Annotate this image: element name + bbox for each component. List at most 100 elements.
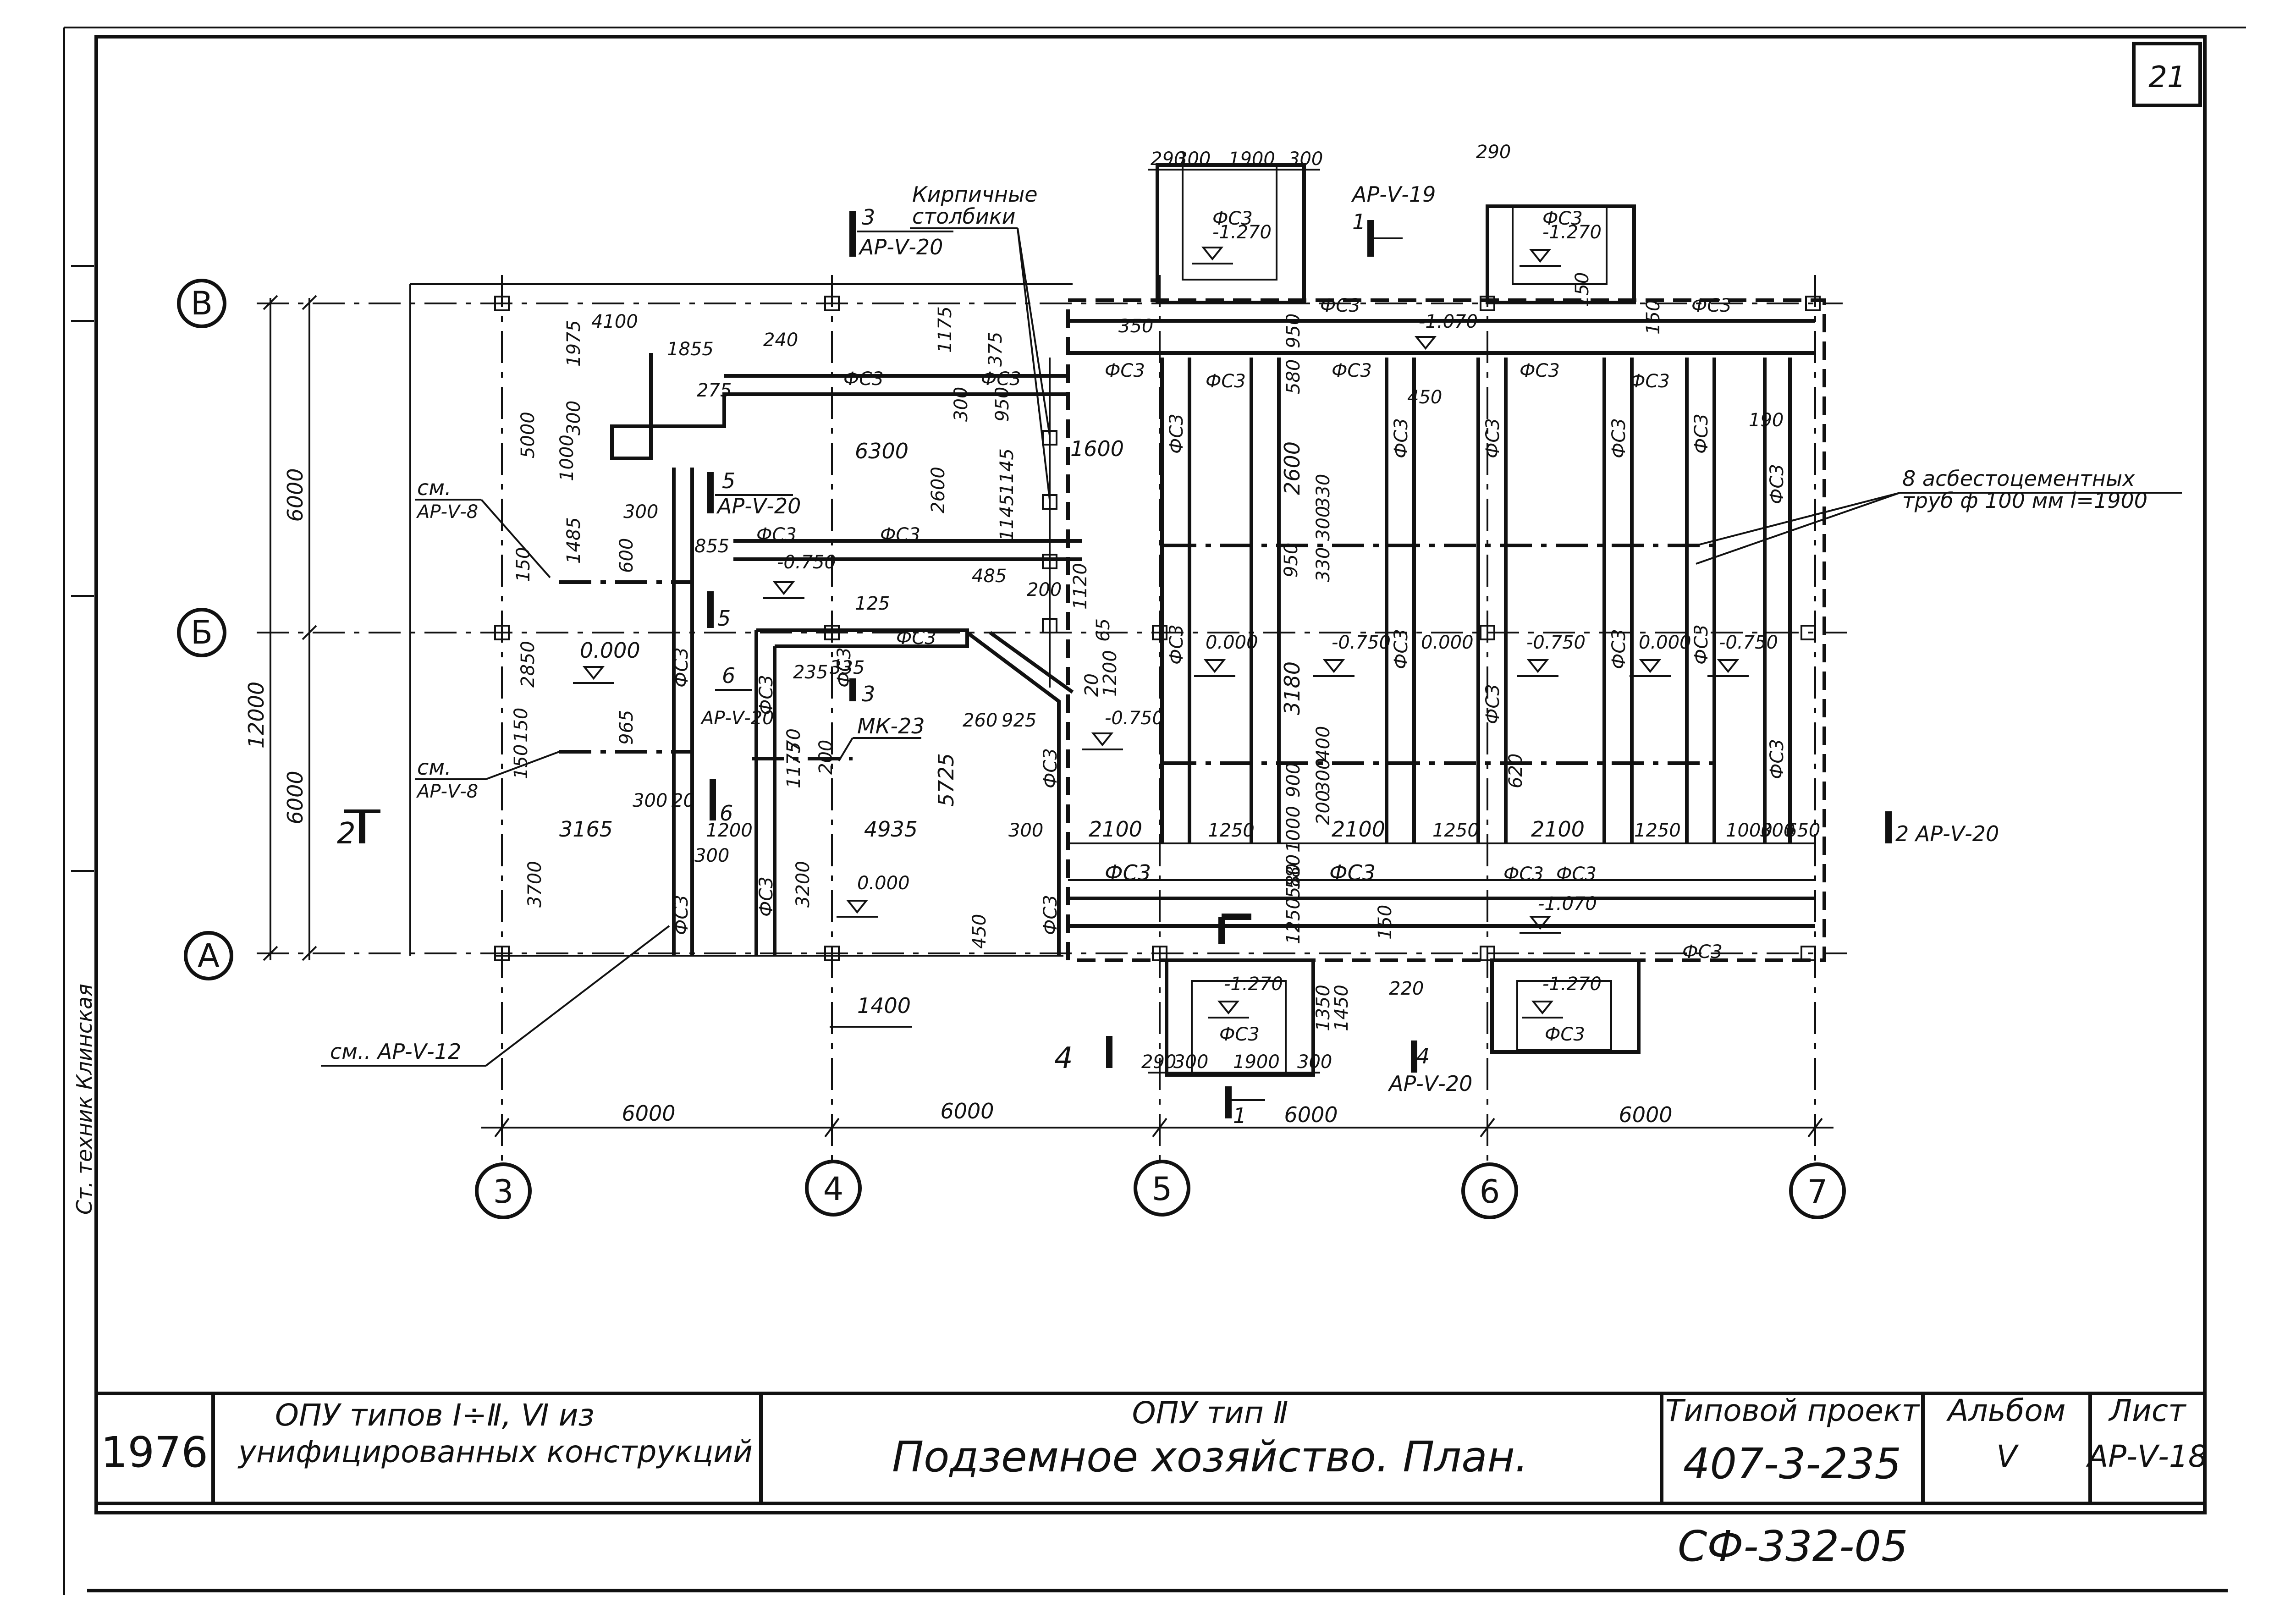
dimension-tick <box>1480 1118 1495 1138</box>
level-symbol <box>1082 732 1123 750</box>
title-series-line1: ОПУ типов Ⅰ÷Ⅱ, Ⅵ из <box>275 1398 595 1433</box>
dimension-value: 1975 <box>563 320 584 367</box>
sheet-number: 21 <box>2148 61 2186 94</box>
wall <box>610 353 1068 460</box>
bottom-stamp: СФ-332-05 <box>1678 1522 1908 1571</box>
dimension-value: 20 <box>1081 673 1102 697</box>
note-mk23: МК-23 <box>857 714 925 738</box>
dimension-value: 1450 <box>1331 985 1352 1031</box>
slab-label: ФС3 <box>1166 624 1187 665</box>
level-marks: 0.000 -0.750 -1.270 -1.070 0.000 -0.750 … <box>573 222 1778 1018</box>
column-post <box>494 946 510 961</box>
leader-line <box>838 737 853 762</box>
axis-bubble <box>1789 1162 1846 1219</box>
dimension-tick <box>1807 1118 1823 1138</box>
leader-line <box>1696 492 1900 546</box>
title-project-label: Типовой проект <box>1665 1393 1921 1428</box>
dimension-value: 220 <box>1389 978 1424 999</box>
level-symbol <box>1194 659 1235 677</box>
level-symbol <box>1707 659 1749 677</box>
level-mark: 0.000 <box>1421 632 1474 653</box>
dimension-value: 300 <box>1313 758 1334 793</box>
pit-bottom-right-inner <box>1516 980 1612 1051</box>
dimension-value: 1145 <box>997 448 1018 495</box>
dimension-value: 6000 <box>1619 1102 1672 1127</box>
level-mark: -0.750 <box>1719 632 1778 653</box>
dimension-value: 6300 <box>855 439 908 463</box>
dimension-value: 5000 <box>518 412 539 458</box>
dimension-value: 190 <box>1749 410 1784 431</box>
note-brick-posts: столбики <box>912 204 1016 229</box>
column-post <box>494 296 510 311</box>
level-mark: -0.750 <box>1105 708 1164 729</box>
slab-label: ФС3 <box>1206 371 1246 392</box>
level-mark: -0.750 <box>777 552 836 573</box>
level-symbol <box>1630 659 1671 677</box>
slab-label: ФС3 <box>1630 371 1670 392</box>
slab-label: ФС3 <box>756 524 797 545</box>
level-mark: -0.750 <box>1332 632 1391 653</box>
dimension-value: 450 <box>1407 387 1442 408</box>
dimension-value: 200 <box>1027 579 1062 600</box>
slab-label: ФС3 <box>1767 464 1788 504</box>
column-post <box>824 296 840 311</box>
dimension-value: 1350 <box>1313 985 1334 1031</box>
dimension-value: 1175 <box>783 742 804 788</box>
slab-label: ФС3 <box>1040 748 1061 788</box>
dimension-value: 580 <box>1283 359 1304 394</box>
dimension-value: 300 <box>1313 506 1334 541</box>
dimension-value: 6000 <box>622 1101 675 1126</box>
dimension-value: 300 <box>694 845 729 866</box>
section-reference: АР-Ⅴ-19 <box>1351 182 1436 207</box>
dimension-value: 1485 <box>563 517 584 564</box>
level-symbol <box>1405 336 1446 354</box>
dimension-value: 260 <box>963 710 997 731</box>
column-post <box>1152 625 1167 640</box>
axis-label-col-3: 3 <box>493 1173 514 1211</box>
axis-label-row-b: Б <box>191 614 213 651</box>
slab-label: ФС3 <box>671 895 692 935</box>
leader-line <box>485 925 670 1067</box>
slab-label: ФС3 <box>1608 629 1630 669</box>
pit-bottom-right <box>1490 958 1641 1054</box>
dimension-tick <box>302 295 317 310</box>
column-post <box>494 625 510 640</box>
dimension-value: 485 <box>972 566 1007 587</box>
sheet-frame <box>94 35 2207 1514</box>
dimension-value: 3180 <box>1280 661 1305 715</box>
dimension-value: 1900 <box>1233 1051 1280 1073</box>
dimension-value: 1200 <box>706 820 753 841</box>
dimension-value: 900 <box>1283 763 1304 798</box>
slab-label: ФС3 <box>1542 208 1583 229</box>
note-see-ar5-12: см.. АР-Ⅴ-12 <box>330 1039 461 1064</box>
dimension-value: 350 <box>1118 316 1153 337</box>
dimension-value: 275 <box>697 380 732 401</box>
wall <box>989 631 1074 694</box>
title-series-line2: унифицированных конструкций <box>237 1434 753 1470</box>
dimension-value: 965 <box>616 710 637 745</box>
slab-label: ФС3 <box>756 876 777 917</box>
slab-label: ФС3 <box>671 647 692 688</box>
column-post <box>1480 625 1495 640</box>
dimension-value: 580 <box>1283 854 1304 889</box>
level-mark: -1.270 <box>1542 222 1602 243</box>
note-see-ar5-8: см. <box>417 755 451 780</box>
title-year: 1976 <box>101 1428 208 1477</box>
dimension-tick <box>494 1118 510 1138</box>
level-symbol <box>1313 659 1354 677</box>
slab-label: ФС3 <box>1691 413 1712 454</box>
dimension-value: 400 <box>1313 726 1334 761</box>
level-mark: 0.000 <box>857 873 910 894</box>
dimension-tick <box>824 1118 840 1138</box>
note-see-ar5-8: АР-Ⅴ-8 <box>416 781 478 802</box>
slab-label: ФС3 <box>843 369 884 390</box>
dimension-value: 3200 <box>793 861 814 908</box>
dimension-value: 1250 <box>1208 820 1255 841</box>
slab-label: ФС3 <box>1682 941 1723 963</box>
dimension-value: 300 <box>623 501 658 523</box>
brick-post <box>1042 554 1057 569</box>
dimension-value: 200 <box>1313 790 1334 825</box>
dimension-value: 150 <box>511 744 532 779</box>
dimension-texts: 290 300 1900 300 290 290 300 1900 300 41… <box>511 142 1820 1073</box>
dimension-value: 855 <box>694 536 729 557</box>
